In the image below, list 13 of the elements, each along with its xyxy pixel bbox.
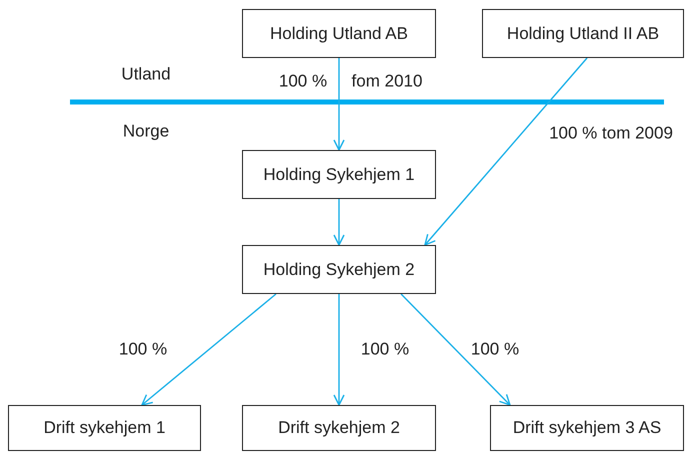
- arrow: [141, 293, 276, 406]
- arrow: [400, 294, 511, 406]
- company-box: Holding Sykehjem 1: [242, 150, 436, 199]
- company-box: Drift sykehjem 3 AS: [490, 405, 684, 451]
- company-box: Drift sykehjem 2: [242, 405, 436, 451]
- company-box: Holding Utland AB: [242, 9, 436, 58]
- arrow: [333, 199, 345, 246]
- arrow: [333, 294, 345, 406]
- company-box: Holding Utland II AB: [482, 9, 684, 58]
- arrow: [424, 58, 588, 246]
- company-box: Drift sykehjem 1: [8, 405, 201, 451]
- company-box: Holding Sykehjem 2: [242, 245, 436, 294]
- arrow: [333, 58, 345, 151]
